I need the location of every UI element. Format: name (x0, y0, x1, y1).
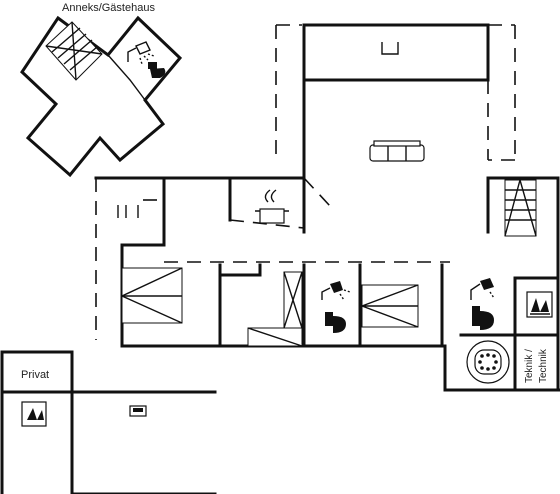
tv-icon (381, 42, 399, 55)
whirlpool-icon (466, 340, 510, 384)
annex-stairs (45, 21, 103, 81)
main-house (94, 23, 560, 392)
shower-icon-2 (470, 278, 495, 300)
shower-icon (321, 281, 351, 301)
sofa-icon (369, 140, 425, 162)
sauna-icon (526, 291, 553, 318)
stove-icon (255, 189, 289, 224)
private-area (0, 350, 217, 494)
stairs-left-room (121, 267, 183, 324)
technical-label-line1: Teknik / (524, 349, 535, 383)
stairs-middle (247, 271, 303, 347)
annex-shower-icon (127, 41, 155, 65)
technical-room-label: Teknik / Technik (524, 348, 549, 383)
annex-toilet-icon (148, 62, 166, 78)
stairs-center-room (361, 284, 419, 328)
technical-label-line2: Technik (538, 348, 549, 383)
private-label: Privat (21, 369, 49, 381)
toilet-icon-2 (472, 306, 494, 330)
bed-icon (129, 405, 147, 417)
annex-building (20, 15, 183, 178)
annex-label: Anneks/Gästehaus (62, 2, 155, 14)
stairs-right (504, 177, 537, 237)
toilet-icon (325, 312, 346, 333)
